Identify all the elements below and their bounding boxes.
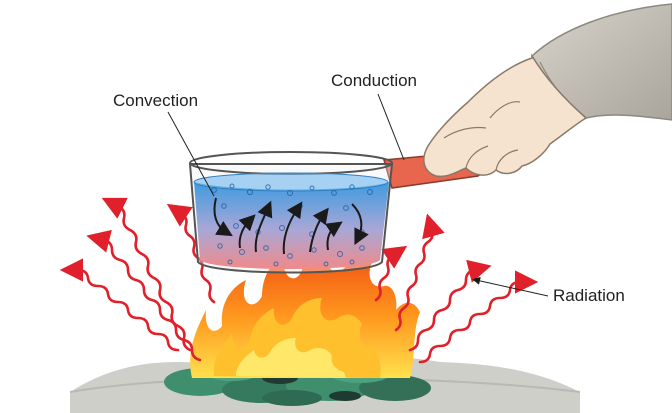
convection-label: Convection: [113, 91, 199, 110]
radiation-leader: [472, 276, 549, 297]
fire-icon: [190, 246, 420, 378]
convection-leader: [167, 111, 215, 197]
hand-holding-handle-icon: [423, 3, 672, 178]
conduction-label: Conduction: [331, 71, 418, 90]
radiation-label: Radiation: [553, 286, 625, 305]
leader-lines: [167, 93, 549, 297]
conduction-leader: [377, 93, 405, 161]
radiation-waves: [59, 197, 539, 364]
